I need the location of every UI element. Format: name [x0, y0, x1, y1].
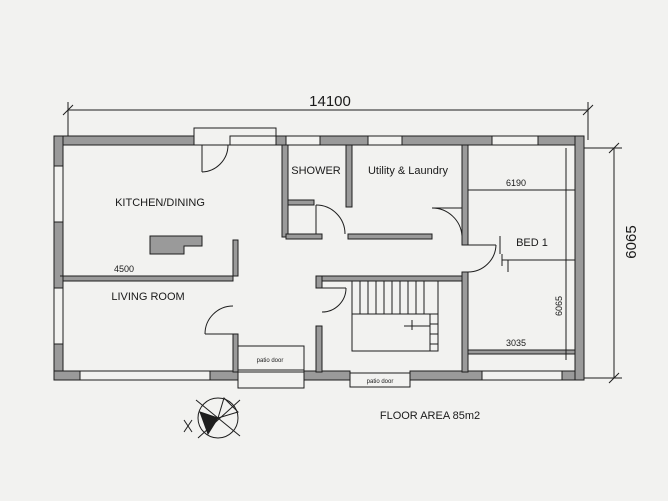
dim-label-bed-depth: 6065 — [554, 296, 564, 316]
north-compass-icon — [183, 397, 241, 439]
bed-dimensions — [60, 148, 575, 360]
overall-depth-dimension — [580, 142, 622, 384]
staircase — [351, 280, 439, 352]
dim-label-living-width: 4500 — [114, 264, 134, 274]
dim-label-bed-width: 6190 — [506, 178, 526, 188]
kitchen-counter — [149, 235, 203, 255]
overall-depth-label: 6065 — [623, 225, 640, 258]
patio-door-frames — [237, 345, 411, 389]
floor-area-label: FLOOR AREA 85m2 — [380, 410, 480, 422]
dim-label-bed-lower: 3035 — [506, 338, 526, 348]
room-label-utility-laundry: Utility & Laundry — [368, 165, 449, 177]
room-label-living-room: LIVING ROOM — [111, 291, 184, 303]
interior-walls — [62, 144, 576, 373]
room-label-shower: SHOWER — [291, 165, 341, 177]
door-swings — [201, 144, 497, 335]
room-label-kitchen-dining: KITCHEN/DINING — [115, 197, 205, 209]
windows — [53, 127, 563, 381]
room-label-bed1: BED 1 — [516, 237, 548, 249]
patio-door-label-right: patio door — [367, 379, 394, 385]
patio-door-label-left: patio door — [257, 358, 284, 364]
overall-width-dimension — [62, 102, 594, 140]
overall-width-label: 14100 — [309, 93, 351, 110]
